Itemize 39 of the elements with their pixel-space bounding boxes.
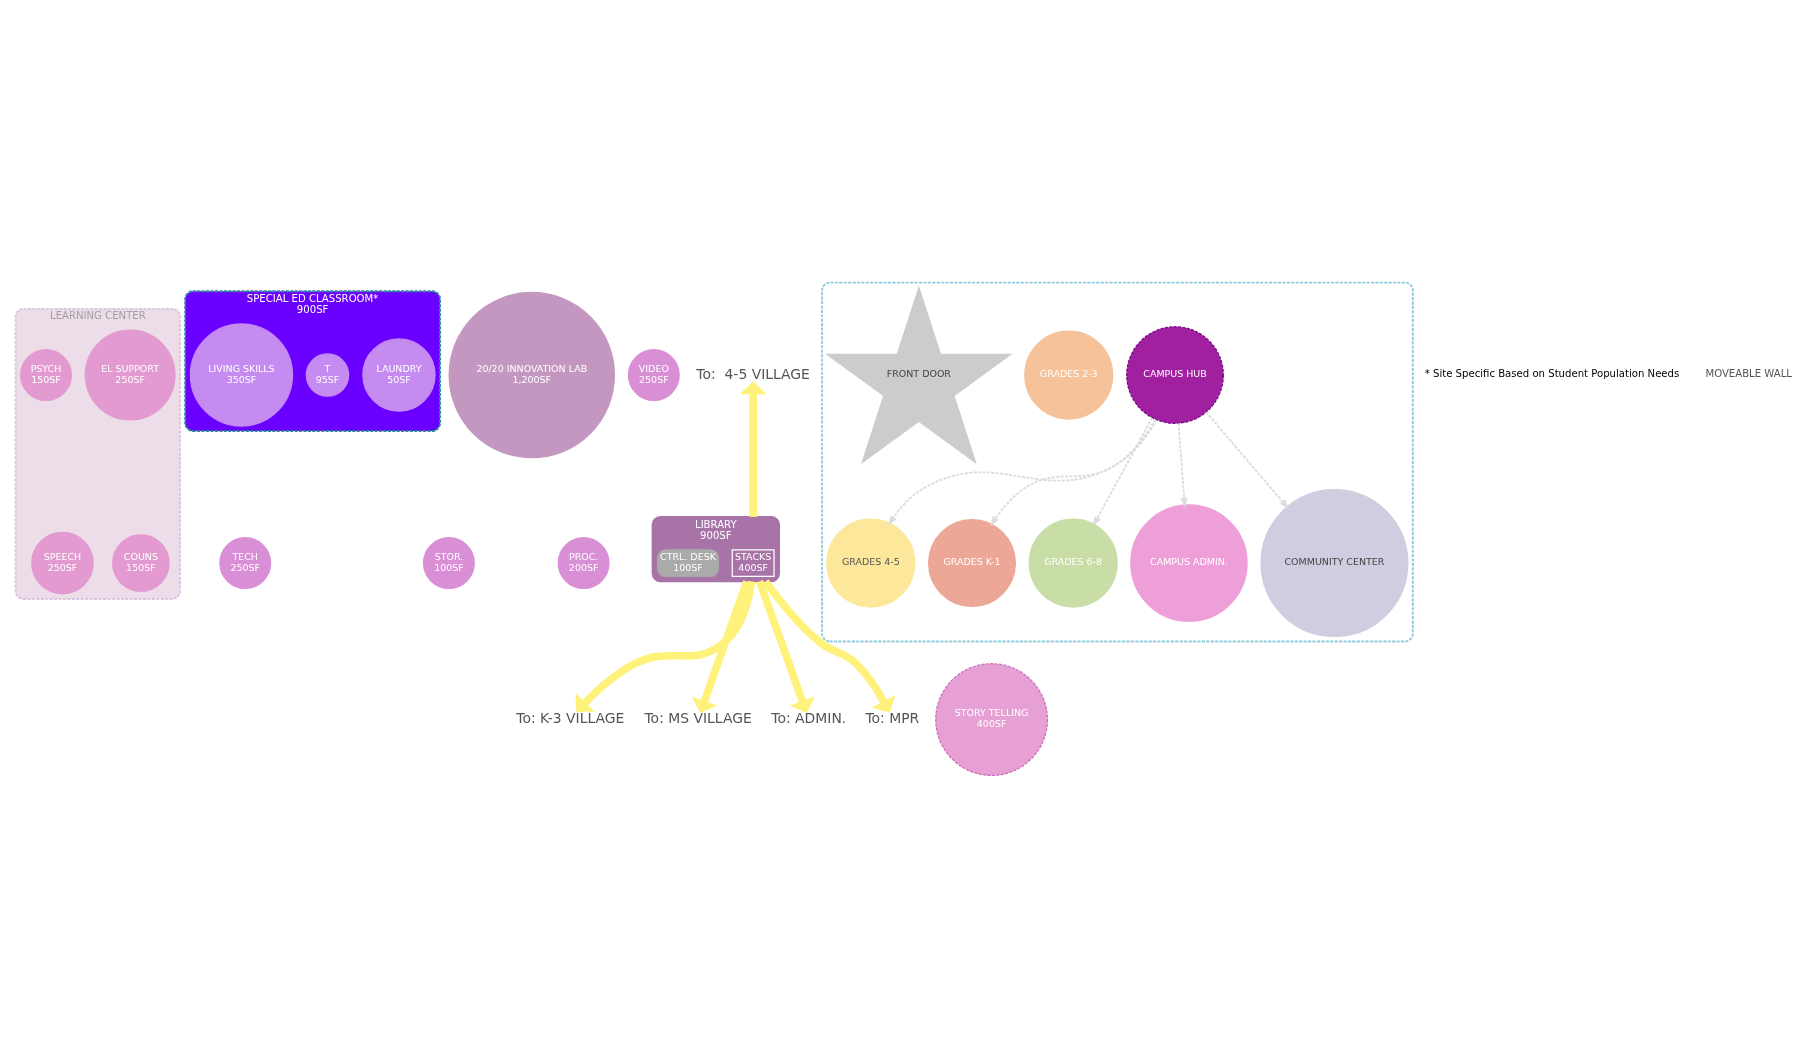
arrow <box>575 580 756 712</box>
node-circle: SPEECH 250SF <box>31 531 94 595</box>
node-circle: LIVING SKILLS 350SF <box>189 323 294 427</box>
arrow <box>1177 422 1188 508</box>
node-box: STACKS 400SF <box>731 549 775 577</box>
node-circle: COMMUNITY CENTER <box>1260 489 1409 638</box>
arrow <box>888 418 1158 526</box>
node-circle: T 95SF <box>305 353 350 397</box>
cluster <box>821 281 1414 643</box>
node-text: To: MPR <box>865 710 920 727</box>
arrow <box>762 579 896 713</box>
node-circle: LAUNDRY 50SF <box>362 338 436 412</box>
node-circle: STOR. 100SF <box>422 537 475 590</box>
node-text: To: 4-5 VILLAGE <box>696 365 810 382</box>
arrow <box>739 381 767 517</box>
arrow <box>1205 411 1289 510</box>
node-circle: GRADES K-1 <box>927 519 1016 608</box>
legend-label: MOVEABLE WALL <box>1705 368 1792 380</box>
node-text: To: ADMIN. <box>771 710 847 727</box>
node-circle: CAMPUS ADMIN. <box>1130 504 1248 622</box>
arrow <box>990 418 1157 527</box>
node-circle: EL SUPPORT 250SF <box>84 329 176 421</box>
node-circle: GRADES 2-3 <box>1024 330 1114 420</box>
node-circle: STORY TELLING 400SF <box>935 663 1049 777</box>
node-circle: 20/20 INNOVATION LAB 1,200SF <box>448 291 616 459</box>
node-text: To: MS VILLAGE <box>644 710 752 727</box>
arrow <box>691 580 751 714</box>
label: * Site Specific Based on Student Population Needs <box>1424 368 1680 380</box>
node-box: CTRL. DESK 100SF <box>657 549 719 577</box>
node-circle: CAMPUS HUB <box>1126 326 1224 424</box>
node-circle: VIDEO 250SF <box>627 349 680 402</box>
arrow <box>755 580 816 714</box>
node-circle: PSYCH 150SF <box>20 349 72 402</box>
arrow <box>1092 416 1153 527</box>
node-circle: GRADES 4-5 <box>826 518 916 608</box>
node-text: To: K-3 VILLAGE <box>516 710 625 727</box>
node-circle: TECH 250SF <box>219 537 272 590</box>
node-circle: PROC. 200SF <box>557 537 610 590</box>
node-circle: COUNS 150SF <box>112 534 170 592</box>
